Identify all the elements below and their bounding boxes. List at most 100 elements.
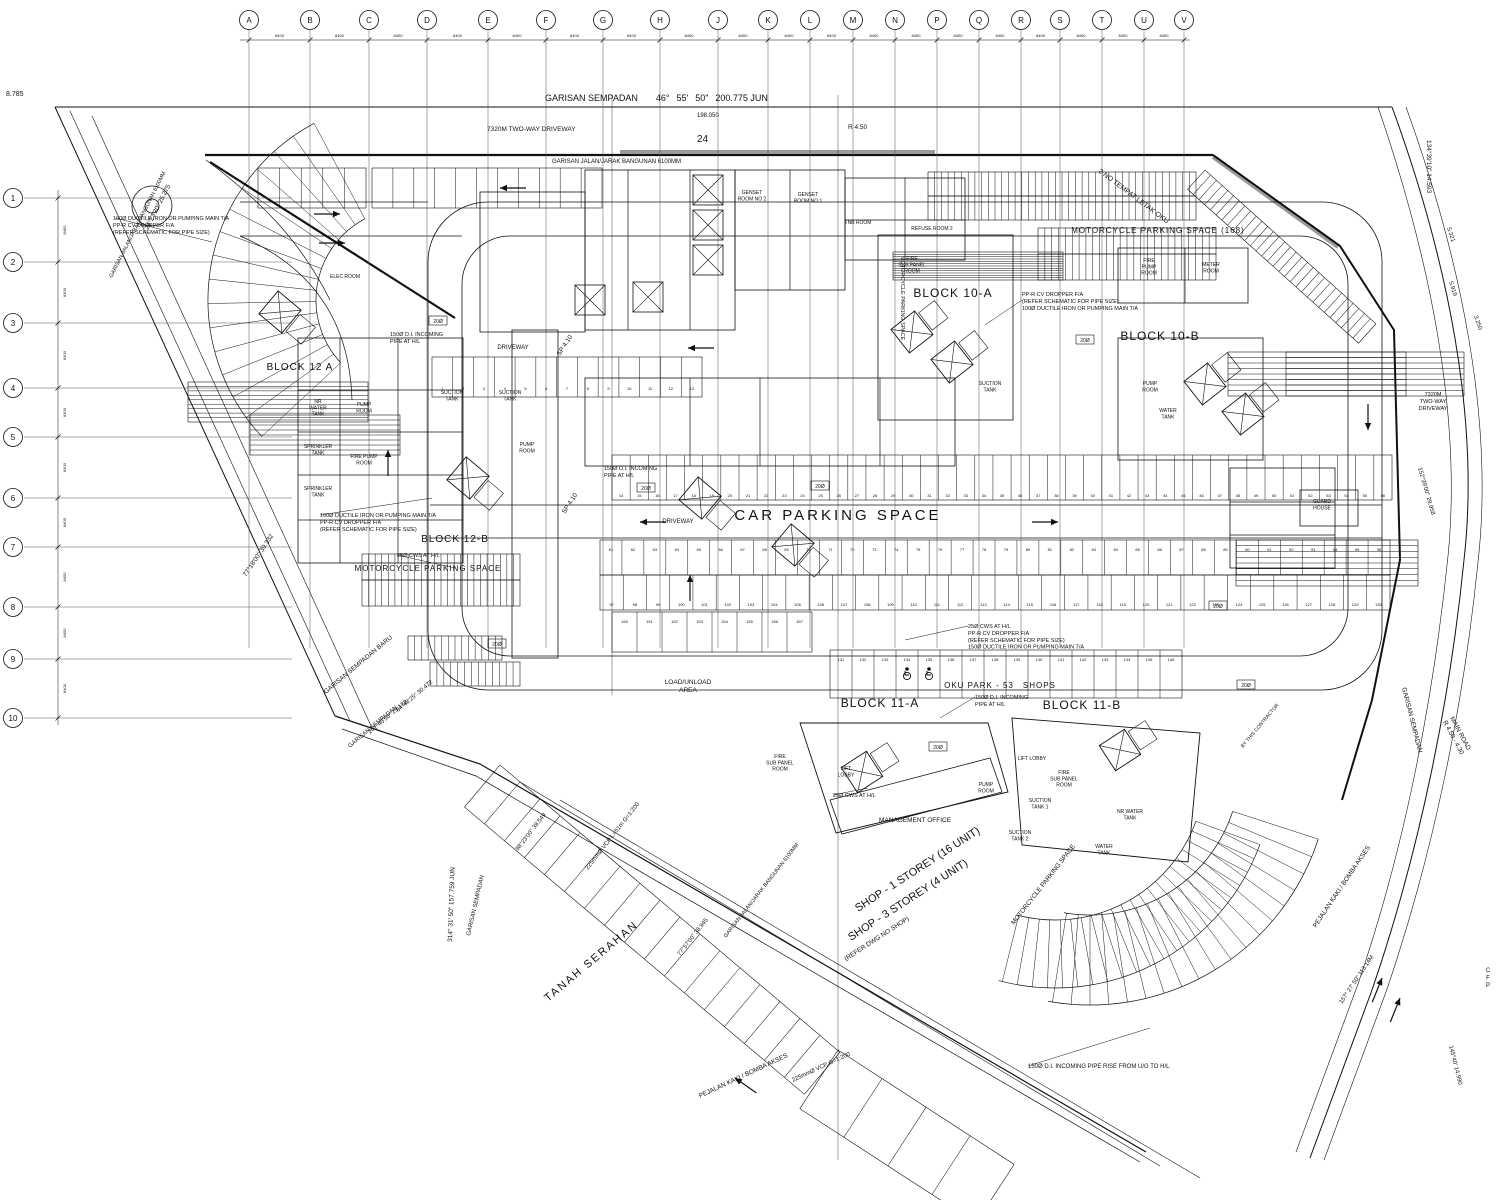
stall-number: 66 xyxy=(718,547,723,552)
fan-tick xyxy=(242,187,332,249)
building-outline xyxy=(877,234,1014,421)
stall-number: 119 xyxy=(1120,602,1127,607)
stall-number: 140 xyxy=(1036,657,1043,662)
stall-number: 26 xyxy=(837,493,842,498)
grid-col-letter: G xyxy=(600,16,606,25)
boundary-path xyxy=(799,722,1009,834)
dim-row-value: 8400 xyxy=(62,225,67,235)
plan-circle xyxy=(131,185,173,227)
grid-row-number: 3 xyxy=(11,319,16,328)
grid-col-bubble xyxy=(1050,10,1070,30)
fan-tick xyxy=(1155,881,1202,933)
fan-tick xyxy=(1110,908,1137,973)
garisan-jalan-top: GARISAN JALAN/JARAK BANGUNAN 6100MM xyxy=(552,159,681,165)
grid-col-bubble xyxy=(593,10,613,30)
fan-tick xyxy=(232,344,328,398)
stall-number: 86 xyxy=(1157,547,1162,552)
stall-number: 35 xyxy=(1000,493,1005,498)
grid-col-bubble xyxy=(800,10,820,30)
stall-number: 145 xyxy=(1146,657,1153,662)
building-outline xyxy=(297,337,464,564)
stall-number: 88 xyxy=(1201,547,1206,552)
fan-tick xyxy=(209,278,317,291)
stall-number: 116 xyxy=(1050,602,1057,607)
grid-col-bubble xyxy=(1011,10,1031,30)
fan-tick xyxy=(1168,892,1216,970)
stall-number: 113 xyxy=(980,602,987,607)
bearing-sw: 314° 31' 50" 157.759 JUN xyxy=(446,867,457,942)
stall-number: 128 xyxy=(1329,602,1336,607)
dim-col-value: 8400 xyxy=(513,33,523,38)
pejalan-1: PEJALAN KAKI / BOMBA AKSES xyxy=(698,1052,790,1100)
stall-number: 154 xyxy=(721,619,728,624)
grid-col-bubble xyxy=(359,10,379,30)
boundary-path xyxy=(54,106,336,717)
fan-tick xyxy=(313,123,366,219)
boundary-path xyxy=(1295,106,1452,1153)
grid-row-number: 8 xyxy=(11,603,16,612)
stall-number: 2 xyxy=(462,386,465,391)
lift-core xyxy=(1221,382,1280,436)
fan-tick xyxy=(293,136,356,225)
grid-row-number: 10 xyxy=(9,714,18,723)
leader-line xyxy=(114,217,213,243)
grid-col-letter: E xyxy=(485,16,490,25)
sp410-2: SP 4.10 xyxy=(561,492,580,515)
parking-row xyxy=(249,414,401,456)
arrow-head xyxy=(1364,423,1372,430)
building-outline xyxy=(1117,247,1249,304)
grid-row-bubble xyxy=(3,537,23,557)
stall-number: 77 xyxy=(960,547,965,552)
fan-arc xyxy=(315,218,365,363)
grid-row-bubble xyxy=(3,378,23,398)
stall-number: 46 xyxy=(1199,493,1204,498)
block-10b: BLOCK 10-B xyxy=(1120,329,1199,343)
stall-number: 12 xyxy=(669,386,674,391)
boundary-path xyxy=(239,235,353,401)
arrow-head xyxy=(1051,518,1058,526)
stall-number: 103 xyxy=(748,602,755,607)
car-parking: CAR PARKING SPACE xyxy=(734,507,941,524)
grid-col-letter: D xyxy=(424,16,430,25)
stall-number: 97 xyxy=(609,602,614,607)
bearing-right: 152°39'00" 29.958 xyxy=(1416,467,1435,516)
leader-line xyxy=(939,696,976,719)
grid-col-letter: Q xyxy=(976,16,982,25)
parking-row xyxy=(611,611,813,653)
grid-row-number: 6 xyxy=(11,494,16,503)
grid-col-bubble xyxy=(536,10,556,30)
moto-vert: MOTORCYCLE PARKING SPACE xyxy=(899,256,905,341)
parking-row xyxy=(1037,227,1217,255)
stall-number: 83 xyxy=(1092,547,1097,552)
stall-number: 37 xyxy=(1036,493,1041,498)
refuse-room: REFUSE ROOM 2 xyxy=(911,226,953,232)
stall-number: 19 xyxy=(710,493,715,498)
boundary-path xyxy=(1011,717,1201,863)
mgmt-office: MANAGEMENT OFFICE xyxy=(879,817,952,824)
stall-number: 25 xyxy=(818,493,823,498)
fan-tick xyxy=(214,323,320,353)
dim-col-value: 8400 xyxy=(627,33,637,38)
shaft-x-box xyxy=(692,244,724,276)
block-10a: BLOCK 10-A xyxy=(913,286,992,300)
tempat-letak-oku: 2 NO TEMPAT LETAK OKU xyxy=(1097,168,1170,225)
parking-row xyxy=(599,539,1391,576)
grid-col-bubble xyxy=(969,10,989,30)
tnb-room: TNB ROOM xyxy=(845,220,872,226)
stall-number: 23 xyxy=(782,493,787,498)
stall-number: 20 xyxy=(728,493,733,498)
svg-text:20Ø: 20Ø xyxy=(1080,338,1090,344)
boundary-path xyxy=(559,799,1201,1179)
marker-24: 24 xyxy=(697,134,709,145)
stall-number: 67 xyxy=(740,547,745,552)
stall-number: 68 xyxy=(762,547,767,552)
dim-row-value: 8400 xyxy=(62,628,67,638)
stall-number: 157 xyxy=(796,619,803,624)
